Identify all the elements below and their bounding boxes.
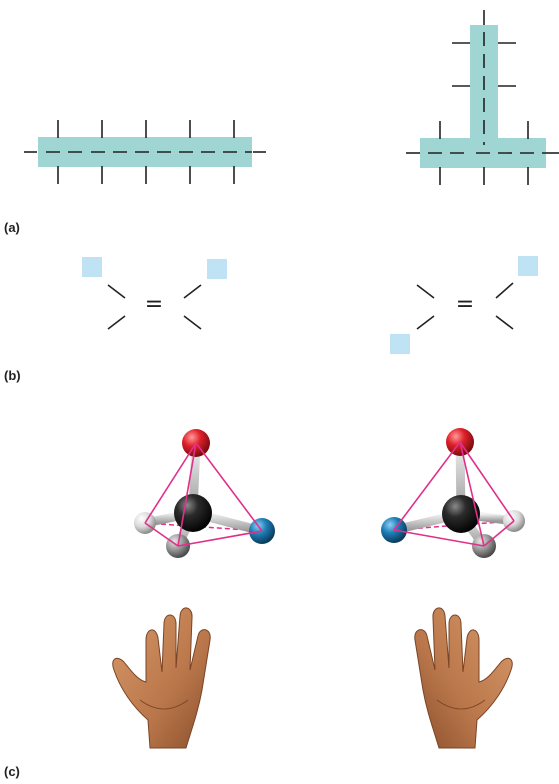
enantiomer-left (134, 429, 275, 558)
trans-isomer: = (390, 256, 538, 354)
cis-isomer: = (82, 257, 227, 330)
substituent-square (390, 334, 410, 354)
double-bond-symbol: = (456, 292, 474, 317)
left-hand-illustration (112, 607, 211, 749)
branched-chain-skeleton (406, 10, 559, 185)
panel-b-label: (b) (4, 368, 21, 383)
panel-b: = = (82, 256, 538, 354)
central-carbon-atom (442, 495, 480, 533)
straight-chain-skeleton (24, 120, 266, 184)
panel-a-label: (a) (4, 220, 20, 235)
panel-c (112, 428, 525, 749)
double-bond-symbol: = (145, 292, 163, 317)
enantiomer-right (381, 428, 525, 558)
panel-a (24, 10, 559, 185)
panel-c-label: (c) (4, 764, 20, 779)
right-hand-illustration (414, 607, 513, 749)
substituent-square (518, 256, 538, 276)
substituent-square (82, 257, 102, 277)
substituent-square (207, 259, 227, 279)
central-carbon-atom (174, 494, 212, 532)
